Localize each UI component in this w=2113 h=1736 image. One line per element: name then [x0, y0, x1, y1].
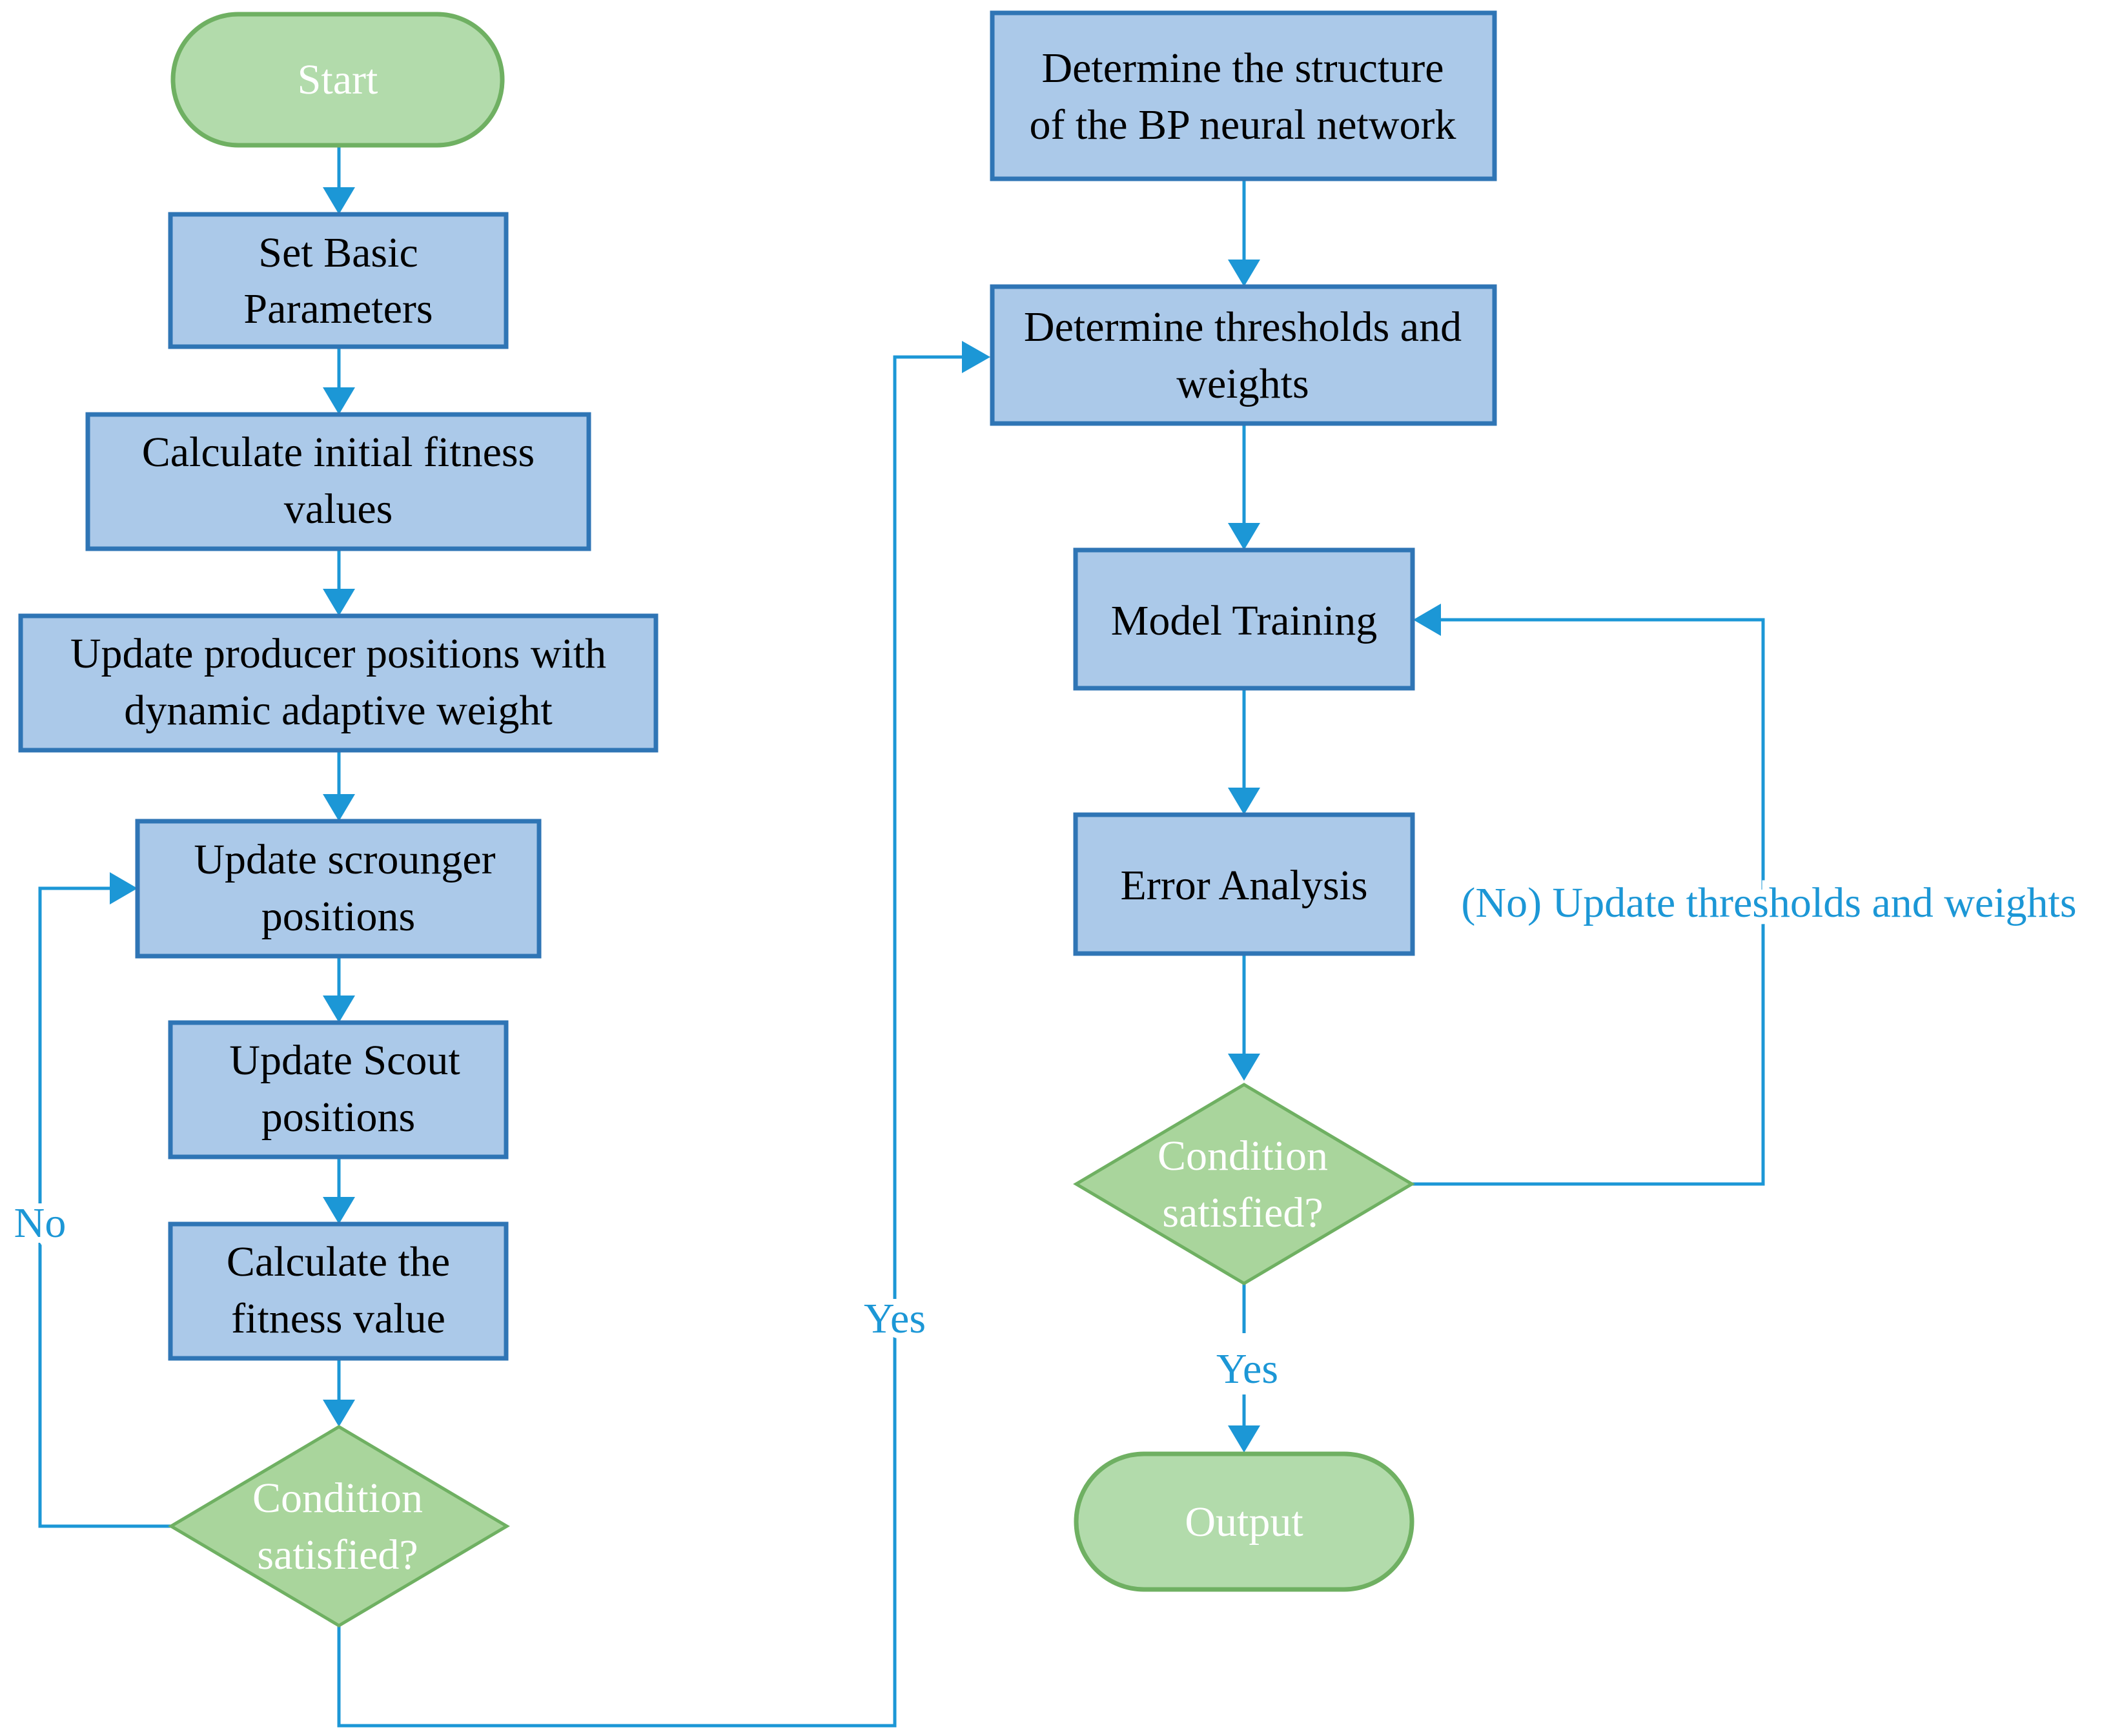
left-condition-diamond: Condition satisfied?	[168, 1425, 510, 1628]
right-connectors	[1228, 179, 1765, 1453]
update-scout-line-2: positions	[261, 1094, 415, 1141]
start-terminal: Start	[170, 12, 505, 148]
arrowhead	[1228, 260, 1260, 287]
model-training-label: Model Training	[1111, 597, 1378, 644]
arrowhead	[1413, 604, 1441, 636]
determine-structure-line-2: of the BP neural network	[1029, 101, 1456, 148]
arrowhead	[110, 872, 138, 904]
determine-thresholds-line-2: weights	[1176, 360, 1309, 407]
model-training-box: Model Training	[1073, 547, 1415, 691]
calculate-initial-fitness-line-2: values	[284, 485, 393, 533]
error-analysis-box: Error Analysis	[1073, 812, 1415, 956]
arrowhead	[323, 1197, 355, 1224]
arrowhead	[323, 996, 355, 1023]
update-scout-box: Update Scout positions	[168, 1020, 509, 1159]
arrowhead	[1228, 523, 1260, 550]
determine-structure-box: Determine the structure of the BP neural…	[990, 10, 1497, 181]
determine-thresholds-line-1: Determine thresholds and	[1024, 303, 1462, 351]
arrowhead	[323, 589, 355, 616]
left-connectors	[38, 145, 990, 1728]
set-basic-parameters-box: Set Basic Parameters	[168, 212, 509, 349]
right-condition-line-2: satisfied?	[1162, 1189, 1323, 1236]
right-condition-diamond: Condition satisfied?	[1073, 1083, 1415, 1285]
connector-update-loop	[1412, 618, 1765, 1186]
update-scrounger-line-2: positions	[261, 893, 415, 940]
set-basic-parameters-line-1: Set Basic	[258, 229, 418, 276]
arrowhead	[323, 387, 355, 414]
calculate-fitness-box: Calculate the fitness value	[168, 1221, 509, 1361]
calculate-fitness-line-1: Calculate the	[227, 1238, 450, 1285]
left-no-label: No	[14, 1200, 66, 1247]
calculate-initial-fitness-box: Calculate initial fitness values	[85, 412, 591, 551]
left-condition-line-2: satisfied?	[257, 1531, 418, 1578]
set-basic-parameters-line-2: Parameters	[243, 285, 433, 332]
output-terminal: Output	[1074, 1451, 1414, 1592]
right-condition-line-1: Condition	[1158, 1132, 1328, 1179]
left-condition-line-1: Condition	[252, 1475, 423, 1522]
update-producer-line-2: dynamic adaptive weight	[124, 687, 552, 734]
update-producer-box: Update producer positions with dynamic a…	[18, 613, 658, 753]
right-yes-label: Yes	[1216, 1345, 1278, 1393]
update-thresholds-label: (No) Update thresholds and weights	[1461, 879, 2076, 926]
arrowhead	[1228, 1054, 1260, 1081]
start-label: Start	[298, 56, 378, 103]
determine-structure-line-1: Determine the structure	[1041, 45, 1444, 92]
arrowhead	[323, 1400, 355, 1427]
arrowhead	[323, 187, 355, 214]
calculate-fitness-line-2: fitness value	[231, 1295, 445, 1342]
update-scrounger-line-1: Update scrounger	[194, 836, 495, 883]
arrowhead	[962, 341, 990, 373]
error-analysis-label: Error Analysis	[1120, 862, 1367, 909]
update-producer-line-1: Update producer positions with	[70, 630, 606, 677]
update-scout-line-1: Update Scout	[229, 1037, 460, 1084]
connector-yes-path	[337, 355, 968, 1728]
arrowhead	[323, 794, 355, 821]
arrowhead	[1228, 788, 1260, 815]
arrowhead	[1228, 1425, 1260, 1453]
calculate-initial-fitness-line-1: Calculate initial fitness	[142, 429, 535, 476]
connector-no-loop	[38, 886, 171, 1528]
determine-thresholds-box: Determine thresholds and weights	[990, 284, 1497, 426]
left-yes-label: Yes	[864, 1295, 926, 1342]
output-label: Output	[1185, 1498, 1303, 1546]
update-scrounger-box: Update scrounger positions	[135, 819, 542, 959]
